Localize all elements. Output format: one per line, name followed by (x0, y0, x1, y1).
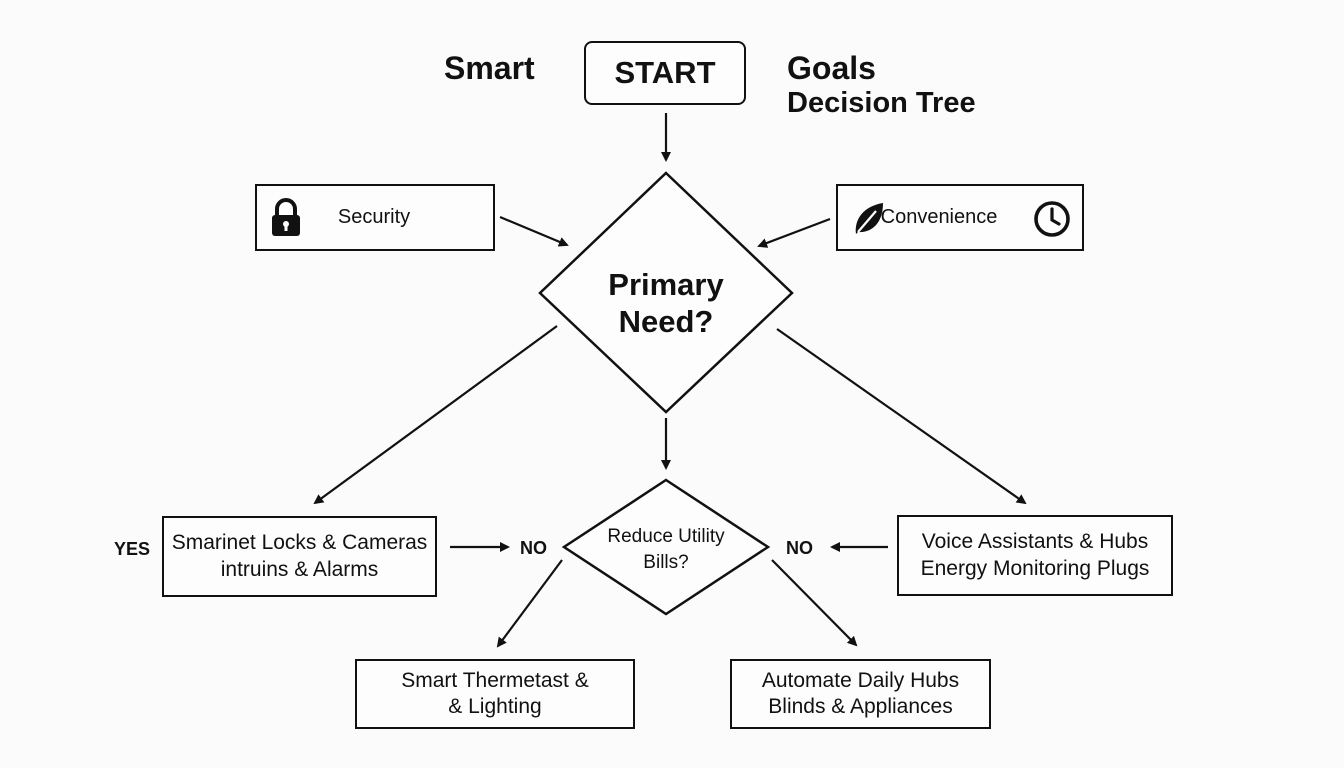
utility-bills-line2: Bills? (643, 552, 689, 573)
arrow-primary-to-voice-hubs (776, 328, 1027, 505)
utility-bills-line1: Reduce Utility (607, 526, 725, 547)
arrow-security-to-primary (499, 215, 569, 247)
arrow-utility-to-thermostat (496, 559, 563, 648)
security-box: Security (255, 184, 495, 251)
arrow-convenience-to-primary (757, 217, 831, 248)
voice-hubs-box: Voice Assistants & Hubs Energy Monitorin… (897, 515, 1173, 596)
thermostat-box: Smart Thermetast & & Lighting (355, 659, 635, 729)
convenience-box: Convenience (836, 184, 1084, 251)
primary-need-text: Primary Need? (586, 266, 746, 340)
arrow-primary-to-security-devices (313, 325, 558, 505)
yes-label: YES (114, 539, 151, 559)
security-label: Security (337, 206, 411, 228)
primary-need-line1: Primary (608, 267, 724, 302)
security-devices-line2: intruins & Alarms (220, 557, 379, 581)
arrow-utility-to-automate (771, 559, 858, 647)
security-devices-line1: Smarinet Locks & Cameras (171, 531, 428, 555)
no-label-right: NO (786, 538, 813, 558)
automate-line1: Automate Daily Hubs (761, 668, 960, 692)
thermostat-line1: Smart Thermetast & (401, 668, 589, 692)
title-smart: Smart (444, 50, 535, 86)
voice-hubs-line1: Voice Assistants & Hubs (921, 530, 1149, 554)
no-label-left: NO (520, 538, 547, 558)
title-goals: Goals (787, 50, 876, 86)
clock-icon (1034, 201, 1070, 237)
utility-bills-text: Reduce Utility Bills? (586, 524, 746, 576)
start-node: START (584, 41, 746, 105)
leaf-icon (855, 203, 883, 234)
automate-box: Automate Daily Hubs Blinds & Appliances (730, 659, 991, 729)
voice-hubs-line2: Energy Monitoring Plugs (920, 556, 1150, 580)
lock-icon (272, 198, 300, 236)
start-label: START (614, 55, 716, 90)
primary-need-diamond (538, 171, 794, 414)
automate-line2: Blinds & Appliances (768, 695, 953, 718)
convenience-label: Convenience (880, 206, 998, 228)
security-devices-box: Smarinet Locks & Cameras intruins & Alar… (162, 516, 437, 597)
title-decision-tree: Decision Tree (787, 87, 976, 119)
primary-need-line2: Need? (618, 304, 714, 339)
utility-bills-diamond (561, 478, 771, 616)
thermostat-line2: & Lighting (448, 695, 542, 718)
